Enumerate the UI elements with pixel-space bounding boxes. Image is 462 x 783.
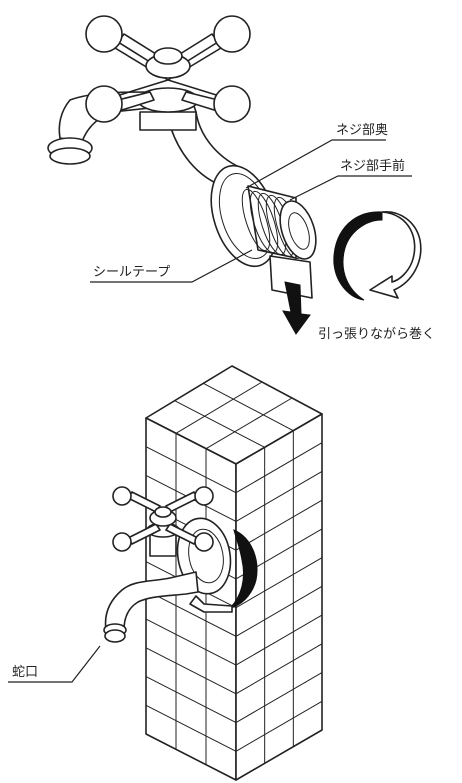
rotation-arrow-black <box>333 211 383 301</box>
tile-hline-left <box>145 647 237 695</box>
tile-top-line-b <box>175 381 263 434</box>
handle-knob-left-back <box>85 15 123 53</box>
tile-top-line-b <box>205 397 293 450</box>
label-pull-while-wrapping: 引っ張りながら巻く <box>318 327 435 342</box>
top-faucet-illustration <box>47 15 422 335</box>
tile-hline-right <box>235 643 323 695</box>
tile-hline-left <box>145 618 237 666</box>
leader-seal-tape <box>90 249 253 283</box>
cross-handle <box>109 44 227 99</box>
tile-hline-right <box>235 672 323 723</box>
leader-thread-back <box>245 139 386 189</box>
pull-down-arrow <box>282 281 311 335</box>
seal-tape-strip <box>269 255 313 299</box>
bottom-handle-arms <box>127 491 199 545</box>
label-faucet: 蛇口 <box>12 665 38 680</box>
rotation-arrow-white <box>369 211 422 299</box>
tile-hline-right <box>235 471 323 522</box>
label-thread-back: ネジ部奥 <box>336 123 388 138</box>
thread-pipe-end <box>279 200 317 260</box>
spout-tip <box>49 147 91 165</box>
bottom-knob-right-back <box>194 486 214 506</box>
pillar-left-face <box>145 417 237 781</box>
handle-center-top <box>153 47 183 65</box>
handle-knob-left-front <box>85 85 123 123</box>
pipe-bore <box>288 212 310 250</box>
handle-knob-right-back <box>213 15 251 53</box>
tile-hline-left <box>145 589 237 637</box>
label-seal-tape: シールテープ <box>93 265 170 280</box>
handle-knob-right-front <box>213 85 251 123</box>
bottom-handle-center-top <box>154 506 172 518</box>
tile-hline-right <box>235 700 323 752</box>
tile-hline-right <box>235 442 323 494</box>
bottom-knob-left-back <box>112 486 132 506</box>
wall-flange-inner <box>188 528 224 584</box>
tile-top-line-a <box>174 400 265 448</box>
bottom-knob-right-front <box>194 532 214 552</box>
bottom-rotation-arrow-white <box>189 595 233 613</box>
tile-top-line-a <box>203 382 294 432</box>
pillar-right-face <box>235 413 323 781</box>
tile-hline-right <box>235 557 323 609</box>
tile-pillar <box>145 365 323 781</box>
tile-hline-left <box>145 704 237 752</box>
leader-faucet <box>8 645 101 683</box>
leader-thread-front <box>289 175 412 201</box>
label-thread-front: ネジ部手前 <box>340 158 405 174</box>
bottom-spout-tip <box>104 629 126 643</box>
tile-hline-right <box>235 585 323 637</box>
bottom-faucet-illustration <box>8 486 258 683</box>
bottom-knob-left-front <box>112 532 132 552</box>
tile-hline-right <box>235 614 323 666</box>
valve-neck <box>139 111 197 131</box>
tile-hline-left <box>145 446 237 494</box>
tile-hline-left <box>145 676 237 723</box>
handle-arms <box>117 33 219 111</box>
tile-hline-right <box>235 499 323 551</box>
